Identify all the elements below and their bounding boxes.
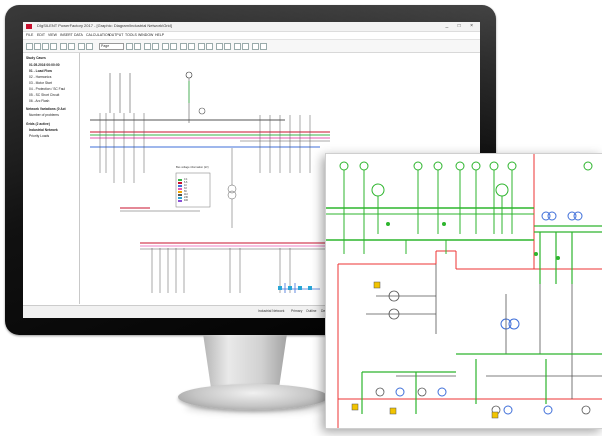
legend-row-label: 110: [184, 193, 188, 196]
tree-item-date[interactable]: 01.05.2016 00:00:00: [29, 63, 60, 67]
report-icon[interactable]: [206, 43, 213, 50]
tree-item-network-variations[interactable]: Network Variations (0 Act: [26, 107, 66, 111]
tree-item-motor-start[interactable]: 03 - Motor Start: [29, 81, 52, 85]
zoomed-diagram-detail: [325, 153, 602, 429]
tree-item-problems[interactable]: Number of problems: [29, 113, 59, 117]
text-icon[interactable]: [180, 43, 187, 50]
load-flow-icon[interactable]: [78, 43, 85, 50]
menu-output[interactable]: OUTPUT: [109, 33, 124, 37]
select-icon[interactable]: [144, 43, 151, 50]
legend-row-label: 0.4: [184, 178, 188, 181]
short-circuit-icon[interactable]: [86, 43, 93, 50]
window-title: DIgSILENT PowerFactory 2017 - [Graphic: …: [37, 23, 172, 28]
legend-row-label: 230: [184, 196, 188, 199]
redo-icon[interactable]: [68, 43, 75, 50]
zoom-out-icon[interactable]: [134, 43, 141, 50]
tree-item-industrial-network[interactable]: Industrial Network: [29, 128, 58, 132]
arc-flash-icon[interactable]: [242, 43, 249, 50]
menu-view[interactable]: VIEW: [48, 33, 57, 37]
legend-title: Bus voltage information (kV): [176, 166, 209, 169]
window-controls[interactable]: _ □ ×: [445, 23, 477, 29]
menu-bar: FILE EDIT VIEW INSERT DATA CALCULATION O…: [23, 32, 480, 40]
stability-icon[interactable]: [224, 43, 231, 50]
legend-row-label: 33: [184, 187, 187, 190]
tree-item-study-cases[interactable]: Study Cases: [26, 56, 46, 60]
layer-icon[interactable]: [170, 43, 177, 50]
tree-item-harmonics[interactable]: 02 - Harmonics: [29, 75, 52, 79]
toolbar: Page: [23, 40, 480, 53]
project-tree-panel: Study Cases 01.05.2016 00:00:00 01 - Loa…: [23, 53, 80, 304]
open-icon[interactable]: [34, 43, 41, 50]
tree-item-grids[interactable]: Grids (2 active): [26, 122, 50, 126]
grid-icon[interactable]: [162, 43, 169, 50]
zoomed-single-line-diagram: [326, 154, 602, 428]
menu-insert[interactable]: INSERT: [60, 33, 73, 37]
undo-icon[interactable]: [60, 43, 67, 50]
menu-help[interactable]: HELP: [155, 33, 165, 37]
menu-calculation[interactable]: CALCULATION: [86, 33, 111, 37]
menu-tools[interactable]: TOOLS: [125, 33, 137, 37]
new-icon[interactable]: [26, 43, 33, 50]
zoom-select[interactable]: Page: [99, 43, 124, 50]
app-icon: [26, 24, 32, 29]
menu-data[interactable]: DATA: [74, 33, 83, 37]
monitor-stand-base: [178, 384, 328, 410]
title-bar: DIgSILENT PowerFactory 2017 - [Graphic: …: [23, 22, 480, 32]
legend-row-label: 66: [184, 190, 187, 193]
tree-item-short-circuit[interactable]: 05 - SC Short Circuit: [29, 93, 60, 97]
tree-item-load-flow[interactable]: 01 - Load Flow: [29, 69, 52, 73]
tree-item-protection[interactable]: 04 - Protection / SC Faul: [29, 87, 66, 91]
menu-file[interactable]: FILE: [26, 33, 34, 37]
legend-row-label: 6.6: [184, 181, 188, 184]
freeze-icon[interactable]: [198, 43, 205, 50]
script-icon[interactable]: [252, 43, 259, 50]
pan-icon[interactable]: [152, 43, 159, 50]
menu-edit[interactable]: EDIT: [37, 33, 45, 37]
tree-item-priority-loads[interactable]: Priority Loads: [29, 134, 50, 138]
legend-row-label: 10: [184, 184, 187, 187]
menu-window[interactable]: WINDOW: [138, 33, 154, 37]
harmonics-icon[interactable]: [216, 43, 223, 50]
legend-row-label: 400: [184, 199, 188, 202]
print-icon[interactable]: [50, 43, 57, 50]
zoom-in-icon[interactable]: [126, 43, 133, 50]
help-icon[interactable]: [260, 43, 267, 50]
status-tab-industrial-network[interactable]: Industrial Network: [258, 309, 285, 313]
status-tab-outline[interactable]: Outline: [306, 309, 317, 313]
status-tab-primary[interactable]: Primary: [291, 309, 303, 313]
tree-item-arc-flash[interactable]: 06 - Arc Flash: [29, 99, 50, 103]
color-icon[interactable]: [188, 43, 195, 50]
save-icon[interactable]: [42, 43, 49, 50]
voltage-legend: [175, 172, 211, 208]
protection-icon[interactable]: [234, 43, 241, 50]
